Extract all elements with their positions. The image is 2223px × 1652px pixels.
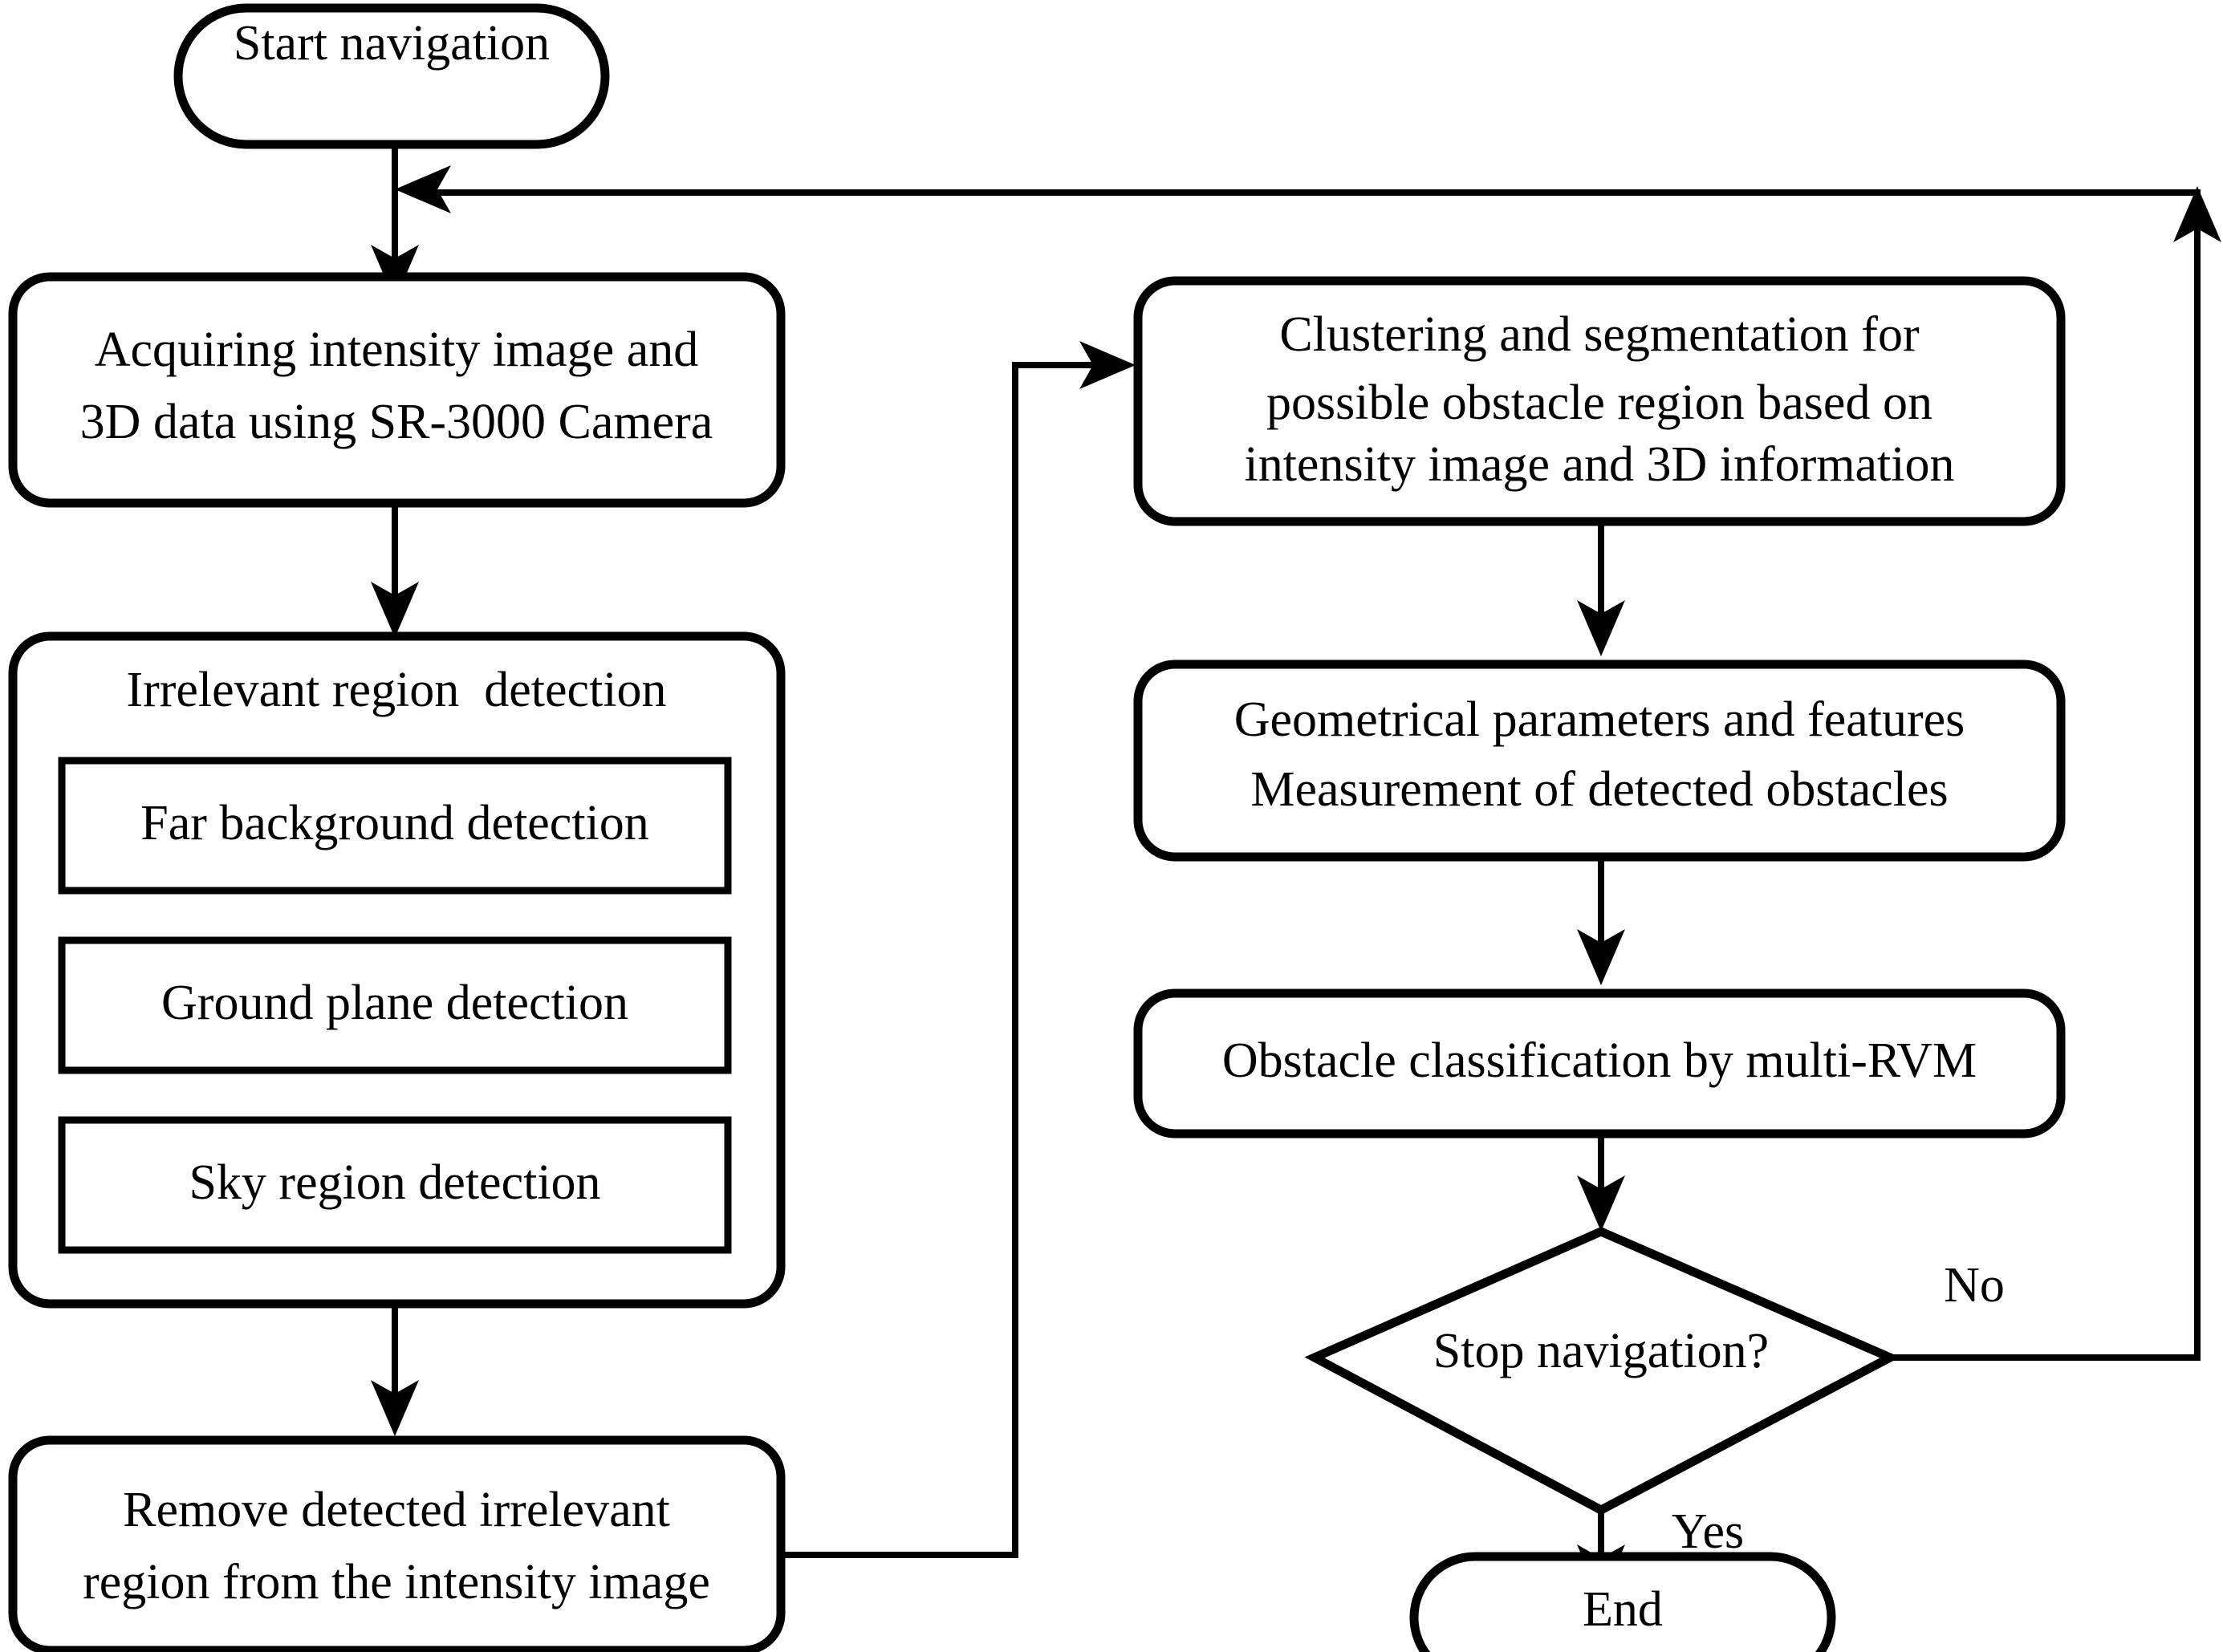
node-irrelevant-group-label: Irrelevant region detection [126,663,666,717]
edge-decision-no-feedback [414,189,2201,1361]
node-clustering-label-line2: possible obstacle region based on [1266,375,1932,430]
node-geometry-label-line1: Geometrical parameters and features [1234,692,1965,747]
node-remove-region-label-line2: region from the intensity image [83,1555,710,1609]
node-clustering-label-line1: Clustering and segmentation for [1279,307,1920,362]
node-start[interactable]: Start navigation [173,3,610,149]
node-remove-region-label-line1: Remove detected irrelevant [123,1483,670,1537]
node-clustering-shape [1133,276,2066,526]
node-decision[interactable]: Stop navigation? [1304,1226,1900,1516]
node-far-background-shape [58,757,732,895]
node-clustering-label-line3: intensity image and 3D information [1244,437,1954,492]
arrowhead-remove-to-clustering [1079,341,1136,389]
arrowhead-feedback-corner-up [2173,186,2221,242]
node-sky-region-shape [58,1116,732,1254]
node-far-background-label: Far background detection [140,796,649,850]
node-acquire-label-line2: 3D data using SR-3000 Camera [80,395,713,449]
node-end-label: End [1583,1582,1663,1637]
edge-label-yes: Yes [1672,1504,1744,1559]
node-start-label: Start navigation [234,16,550,71]
node-sky-region-detection[interactable]: Sky region detection [58,1116,732,1254]
node-clustering[interactable]: Clustering and segmentation for possible… [1133,276,2066,526]
node-end-shape [1409,1552,1836,1652]
arrowhead-clustering-to-geometry [1577,600,1625,656]
node-remove-region[interactable]: Remove detected irrelevant region from t… [8,1435,786,1652]
node-acquire-shape [8,272,786,508]
arrowhead-acquire-to-irrelevant [371,582,419,638]
arrowhead-irrelevant-to-remove [371,1380,419,1436]
edge-remove-to-clustering [781,362,1107,1558]
node-irrelevant-region-detection[interactable]: Irrelevant region detection Far backgrou… [8,631,786,1309]
node-geometry[interactable]: Geometrical parameters and features Meas… [1133,660,2066,862]
node-far-background-detection[interactable]: Far background detection [58,757,732,895]
node-geometry-shape [1133,660,2066,862]
node-acquire-label-line1: Acquiring intensity image and [95,323,698,377]
node-remove-region-shape [8,1435,786,1652]
node-ground-plane-label: Ground plane detection [161,976,628,1030]
arrowhead-geometry-to-classification [1577,929,1625,985]
arrowhead-classification-to-decision [1577,1175,1625,1232]
edge-label-no: No [1944,1258,2005,1313]
node-classification[interactable]: Obstacle classification by multi-RVM [1133,988,2066,1139]
node-start-shape [173,3,610,149]
node-ground-plane-detection[interactable]: Ground plane detection [58,936,732,1074]
node-geometry-label-line2: Measurement of detected obstacles [1250,762,1948,817]
node-decision-shape [1304,1226,1900,1516]
node-classification-shape [1133,988,2066,1139]
node-classification-label: Obstacle classification by multi-RVM [1222,1033,1977,1088]
node-ground-plane-shape [58,936,732,1074]
node-sky-region-label: Sky region detection [189,1155,600,1210]
node-acquire[interactable]: Acquiring intensity image and 3D data us… [8,272,786,508]
node-end[interactable]: End [1409,1552,1836,1652]
node-decision-label: Stop navigation? [1433,1324,1769,1378]
